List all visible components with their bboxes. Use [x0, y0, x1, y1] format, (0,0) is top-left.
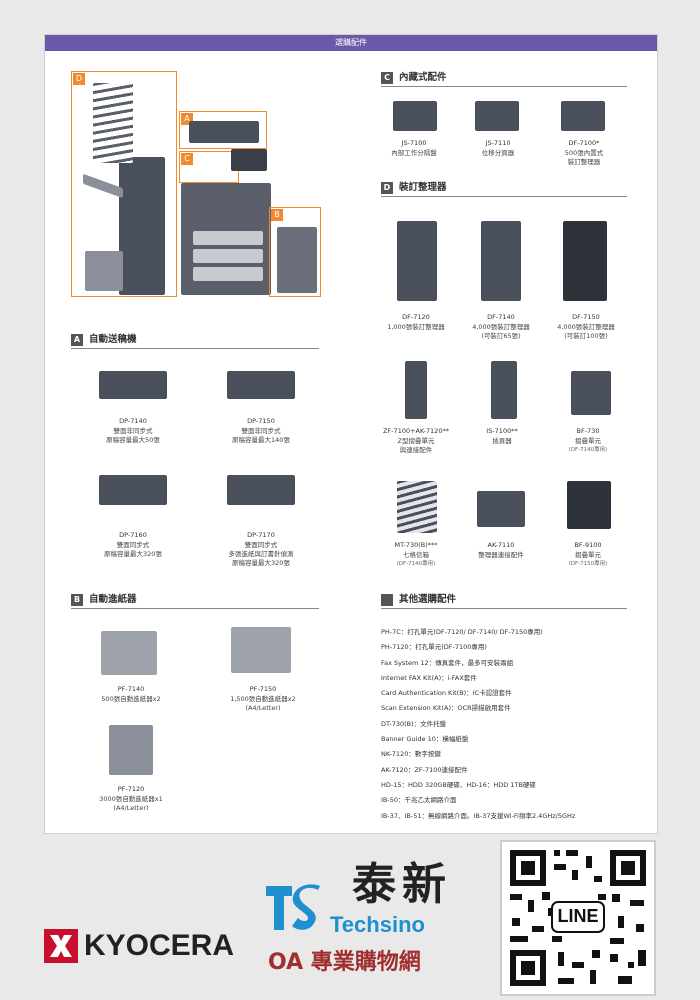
label-c: C	[181, 153, 193, 165]
finisher-option-item: IS-7100**插頁器	[486, 427, 518, 445]
js7110-image	[475, 101, 519, 131]
list-item: Internet FAX Kit(A)：i-FAX套件	[381, 673, 477, 682]
dp7150-image	[227, 371, 295, 399]
outline-b	[269, 207, 321, 297]
side-feeder	[277, 227, 317, 293]
control-panel	[231, 149, 267, 171]
drawer-3	[193, 267, 263, 281]
list-item: PH-7120：打孔單元(DF-7100專用)	[381, 643, 487, 652]
header-bar: 選購配件	[45, 35, 657, 51]
section-c-title: 內藏式配件	[399, 72, 447, 83]
pf7120-image	[109, 725, 153, 775]
bf730-image	[571, 371, 611, 415]
dp7160-image	[99, 475, 167, 505]
list-item: IB-50：千兆乙太網路介面	[381, 796, 457, 805]
section-a-tag: A	[71, 334, 83, 346]
section-a-title: 自動送稿機	[89, 334, 137, 345]
section-other-title: 其他選購配件	[399, 594, 457, 605]
ak7110-image	[477, 491, 525, 527]
kyocera-logo: KYOCERA	[44, 924, 234, 968]
techsino-chinese-name: 泰新	[352, 859, 452, 910]
section-c-tag: C	[381, 72, 393, 84]
list-item: Card Authentication Kit(B)：IC卡認證套件	[381, 689, 512, 698]
mailbox-trays	[93, 83, 133, 163]
section-a-header: A 自動送稿機	[71, 333, 319, 349]
list-item: Fax System 12：傳真套件，最多可安裝兩組	[381, 658, 514, 667]
label-b: B	[271, 209, 283, 221]
other-options-list: PH-7C：打孔單元(DF-7120/ DF-7140/ DF-7150專用) …	[381, 625, 631, 824]
bf9100-image	[567, 481, 611, 529]
drawer-1	[193, 231, 263, 245]
label-d: D	[73, 73, 85, 85]
zf7100-image	[405, 361, 427, 419]
outline-d	[71, 71, 177, 297]
list-item: IB-37、IB-51：無線網路介面。IB-37支援Wi-Fi頻率2.4GHz/…	[381, 811, 576, 820]
finisher-body	[119, 157, 165, 295]
techsino-tagline: OA 專業購物網	[268, 950, 421, 975]
section-b-tag: B	[71, 594, 83, 606]
techsino-wordmark: Techsino	[330, 912, 425, 937]
list-item: AK-7120：ZF-7100連接配件	[381, 765, 468, 774]
section-c-header: C 內藏式配件	[381, 71, 627, 87]
section-other-marker	[381, 594, 393, 606]
section-d-tag: D	[381, 182, 393, 194]
list-item: Scan Extension Kit(A)：OCR掃描啟用套件	[381, 704, 511, 713]
qr-line-label: LINE	[557, 906, 599, 926]
list-item: HD-15：HDD 320GB硬碟、HD-16：HDD 1TB硬碟	[381, 780, 536, 789]
pf7150-image	[231, 627, 291, 673]
section-b-header: B 自動進紙器	[71, 593, 319, 609]
df7120-image	[397, 221, 437, 301]
dp7140-image	[99, 371, 167, 399]
drawer-2	[193, 249, 263, 263]
finisher-option-item: ZF-7100+AK-7120**Z型摺疊單元與連接配件	[383, 427, 449, 454]
list-item: Banner Guide 10：橫幅紙盤	[381, 735, 469, 744]
kyocera-wordmark: KYOCERA	[84, 929, 235, 962]
document-feeder	[189, 121, 259, 143]
internal-item: DF-7100*500張內置式裝訂整理器	[564, 139, 604, 166]
df7100-image	[561, 101, 605, 131]
df7140-image	[481, 221, 521, 301]
qr-pattern-icon	[502, 842, 654, 994]
df7150-image	[563, 221, 607, 301]
finisher-option-item: MT-730(B)***七格信箱(DF-7140專用)	[394, 541, 438, 567]
main-machine-illustration: D A C B	[71, 71, 331, 301]
finisher-base	[85, 251, 123, 291]
pf7140-image	[101, 631, 157, 675]
techsino-mark-icon	[266, 884, 320, 930]
js7100-image	[393, 101, 437, 131]
kyocera-mark-icon	[44, 929, 78, 963]
section-d-header: D 裝訂整理器	[381, 181, 627, 197]
section-d-title: 裝訂整理器	[399, 182, 447, 193]
dp7170-image	[227, 475, 295, 505]
list-item: PH-7C：打孔單元(DF-7120/ DF-7140/ DF-7150專用)	[381, 628, 543, 636]
section-other-header: 其他選購配件	[381, 593, 627, 609]
mt730-image	[397, 481, 437, 533]
is7100-image	[491, 361, 517, 419]
outline-a	[179, 111, 267, 149]
line-qr-code[interactable]: LINE	[500, 840, 656, 996]
list-item: DT-730(B)：文件托盤	[381, 719, 447, 728]
section-b-title: 自動進紙器	[89, 594, 137, 605]
list-item: NK-7120：數字按鍵	[381, 750, 441, 759]
